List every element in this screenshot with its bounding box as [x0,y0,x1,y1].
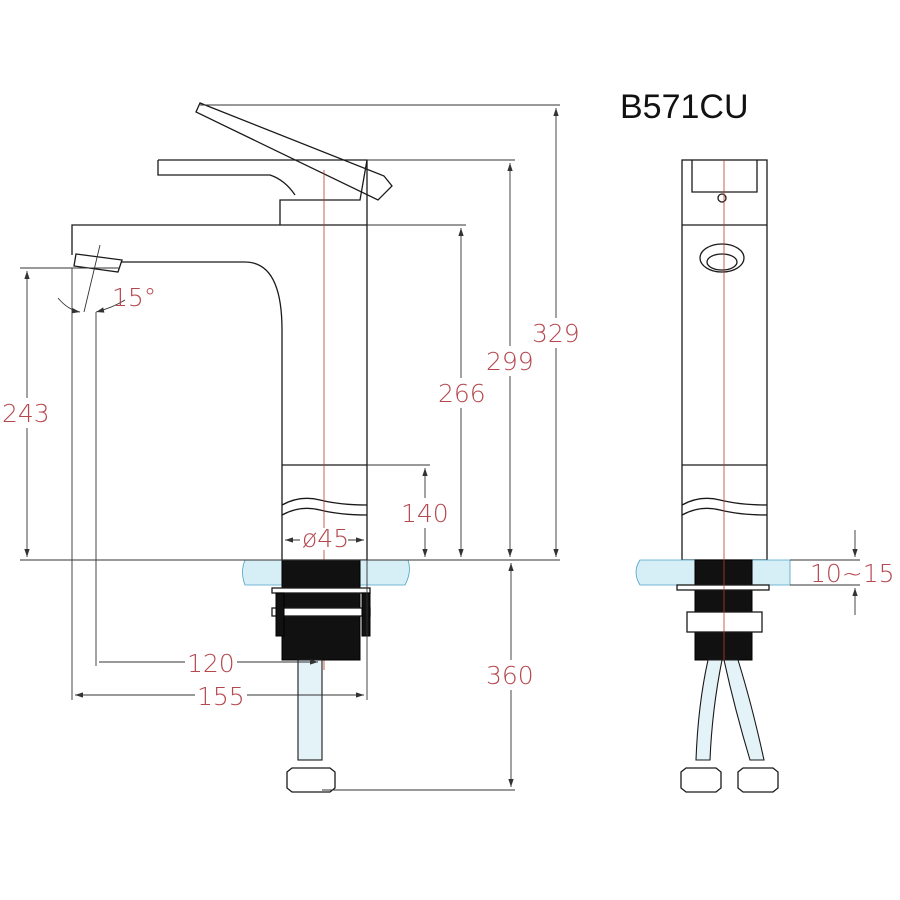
dim-base-diameter: ø45 [302,524,349,553]
handle-screw-icon [717,193,727,203]
front-view [635,159,791,793]
spout-angle-arc [57,297,81,314]
mounting-washer [271,607,371,617]
dim-total-height: 329 [532,319,580,348]
dim-reach-inner: 120 [187,649,235,678]
mounting-plate [271,587,371,594]
handle-body [279,159,368,225]
base-wave [281,497,368,516]
front-aerator [699,243,745,273]
front-handle-detail [691,160,758,193]
side-view: 15° [57,102,410,793]
dim-spout-height: 243 [2,399,50,428]
model-title: B571CU [620,88,749,126]
countertop-left [242,559,283,586]
countertop-right [359,559,410,586]
dim-base-height: 140 [401,499,449,528]
supply-hose [297,659,323,761]
dim-handle-height: 299 [486,347,534,376]
hose-nut [286,767,336,793]
stud-right [361,592,371,637]
handle-lever-lowered [157,159,368,225]
front-hose-right [723,659,765,761]
faucet-body [71,224,368,561]
dim-hose-length: 360 [486,661,534,690]
handle-lever-raised [195,102,393,201]
front-shank [694,559,753,661]
spout-angle-label: 15° [112,283,156,312]
dim-reach-total: 155 [197,682,245,711]
aerator [73,253,123,273]
stud-left [275,592,285,637]
dim-body-height: 266 [438,379,486,408]
dim-counter-thickness: 10~15 [810,559,895,588]
front-hose-left [695,659,723,761]
